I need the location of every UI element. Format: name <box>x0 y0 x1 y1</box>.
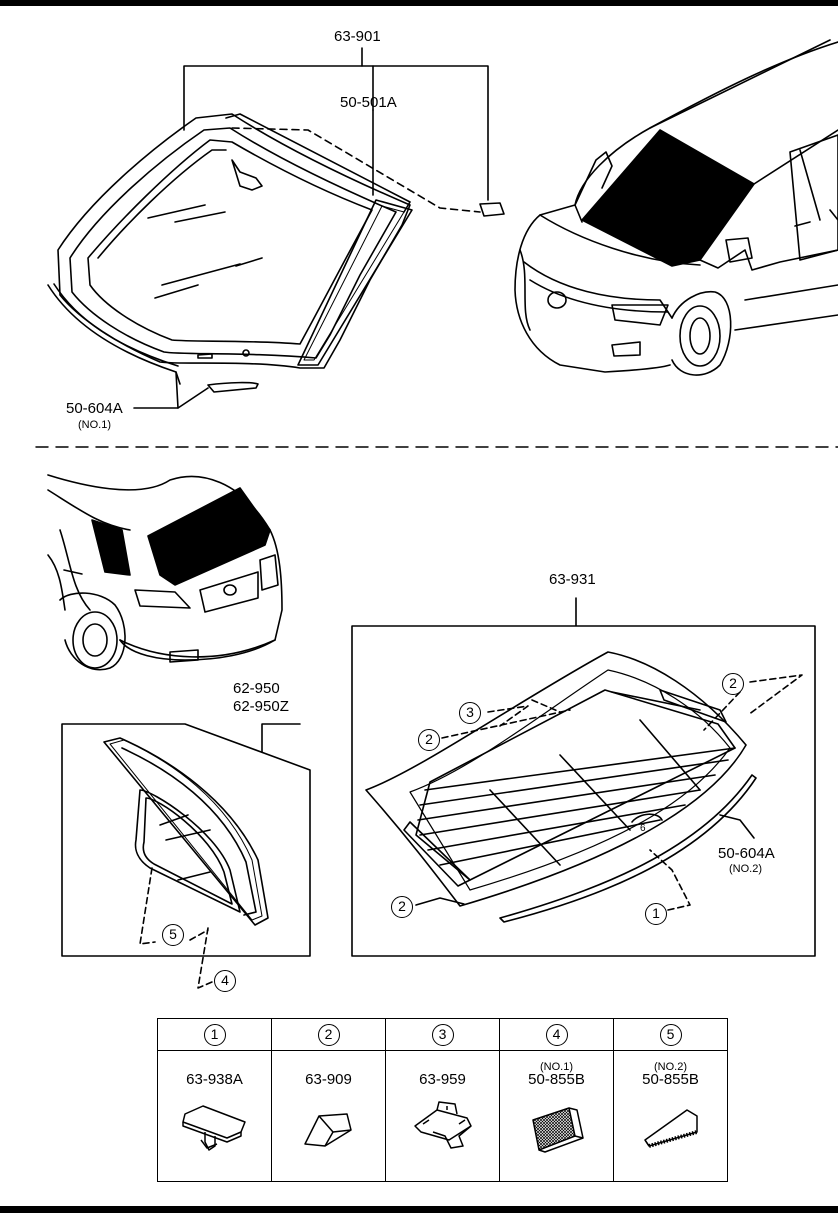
legend-part-code: 63-938A <box>186 1071 243 1088</box>
legend-cell: (NO.1) 50-855B <box>499 1050 614 1182</box>
quarter-window-code-2: 62-950Z <box>233 698 289 715</box>
bracket-clip-icon <box>413 1101 472 1149</box>
legend-note: (NO.2) <box>654 1061 687 1073</box>
callout-circle: 2 <box>722 673 744 695</box>
windshield-molding-code: 50-501A <box>340 94 397 111</box>
legend-note: (NO.1) <box>540 1061 573 1073</box>
callout-circle: 2 <box>418 729 440 751</box>
legend-part-code: 63-959 <box>419 1071 466 1088</box>
clip-icon <box>181 1105 246 1151</box>
rear-window-dam-note: (NO.2) <box>729 863 762 875</box>
callout-circle: 1 <box>645 903 667 925</box>
legend-number: 3 <box>431 1024 454 1046</box>
svg-text:6: 6 <box>640 823 646 834</box>
bottom-border <box>0 1206 838 1213</box>
rear-window-drawing: 6 <box>351 597 816 957</box>
legend-number: 5 <box>659 1024 682 1046</box>
windshield-dam-note: (NO.1) <box>78 419 111 431</box>
front-vehicle-drawing <box>514 39 838 376</box>
parts-legend-table: 1 2 3 4 5 63-938A 63-909 <box>157 1018 728 1182</box>
legend-part-code: 50-855B <box>642 1071 699 1088</box>
rear-window-assembly-code: 63-931 <box>549 571 596 588</box>
quarter-window-code-1: 62-950 <box>233 680 280 697</box>
rear-window-dam-code: 50-604A <box>718 845 775 862</box>
legend-cell: 63-909 <box>271 1050 386 1182</box>
windshield-assembly-code: 63-901 <box>334 28 381 45</box>
legend-cell: 63-959 <box>385 1050 500 1182</box>
legend-cell: 63-938A <box>157 1050 272 1182</box>
adhesive-strip-icon <box>643 1109 698 1148</box>
legend-number: 1 <box>203 1024 226 1046</box>
spacer-block-icon <box>303 1113 352 1147</box>
adhesive-tape-icon <box>531 1107 584 1153</box>
callout-circle: 3 <box>459 702 481 724</box>
legend-number: 4 <box>545 1024 568 1046</box>
windshield-dam-code: 50-604A <box>66 400 123 417</box>
top-border <box>0 0 838 6</box>
callout-circle: 2 <box>391 896 413 918</box>
callout-circle: 4 <box>214 970 236 992</box>
rear-vehicle-drawing <box>47 474 283 671</box>
legend-part-code: 50-855B <box>528 1071 585 1088</box>
quarter-window-drawing <box>61 723 311 989</box>
legend-cell: (NO.2) 50-855B <box>613 1050 728 1182</box>
windshield-drawing <box>47 47 505 409</box>
callout-circle: 5 <box>162 924 184 946</box>
legend-part-code: 63-909 <box>305 1071 352 1088</box>
legend-number: 2 <box>317 1024 340 1046</box>
